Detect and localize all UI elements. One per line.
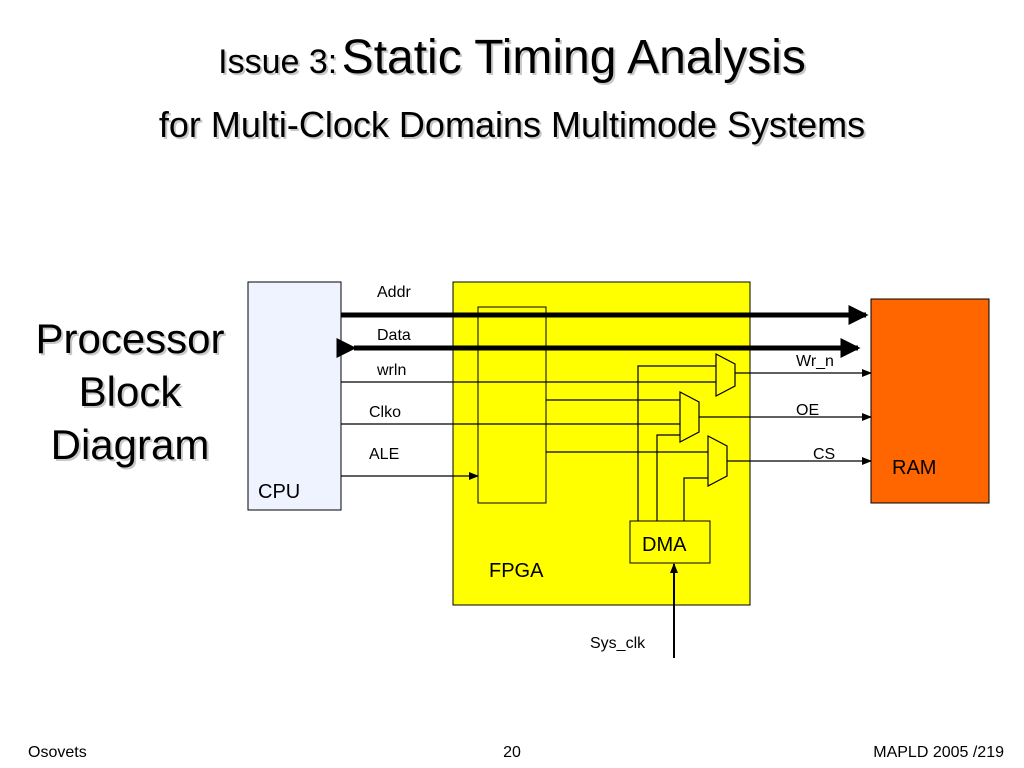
signal-label-wrln: wrln (376, 362, 406, 379)
signal-label-addr: Addr (377, 284, 411, 301)
fpga-label: FPGA (489, 560, 544, 582)
title-prefix: Issue 3: (218, 43, 338, 81)
signal-label-data: Data (377, 327, 411, 344)
side-label-line-2: Block (78, 368, 182, 415)
dma-to-mux-oe (656, 434, 680, 521)
cpu-block (247, 281, 342, 511)
mux-cs (707, 435, 728, 487)
signal-label-cs: CS (813, 446, 835, 463)
title-main: Static Timing Analysis (341, 31, 806, 84)
mux-wr-n (715, 353, 736, 397)
signal-label-ale: ALE (369, 446, 399, 463)
ram-block (870, 298, 990, 504)
dma-to-mux-wr-n (637, 365, 716, 521)
footer-author: Osovets (28, 744, 87, 761)
signal-label-wr-n: Wr_n (796, 353, 834, 370)
dma-to-mux-cs (683, 477, 708, 521)
slide-title: Issue 3: Static Timing Analysis (0, 30, 1024, 85)
ram-label: RAM (892, 457, 936, 479)
signal-label-clko: Clko (369, 404, 401, 421)
latch-block (477, 306, 547, 504)
slide-subtitle: for Multi-Clock Domains Multimode System… (158, 104, 866, 145)
signal-label-oe: OE (796, 402, 819, 419)
side-label-line-1: Processor (35, 315, 225, 362)
cpu-label: CPU (258, 481, 300, 503)
side-label-line-3: Diagram (50, 421, 210, 468)
footer-page-number: 20 (503, 744, 521, 761)
mux-oe (679, 391, 700, 443)
footer-conference: MAPLD 2005 /219 (873, 744, 1004, 761)
dma-block (629, 520, 711, 564)
signal-label-sys-clk: Sys_clk (590, 635, 646, 652)
side-label: Processor Block Diagram (14, 312, 246, 471)
dma-label: DMA (642, 534, 687, 556)
